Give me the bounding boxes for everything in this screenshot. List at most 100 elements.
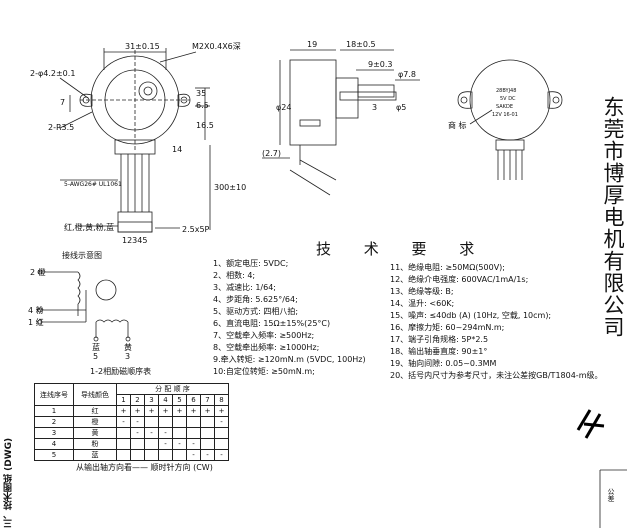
wiring-title: 接线示意图 [62, 251, 102, 260]
requirement-item: 5、驱动方式: 四相八拍; [213, 307, 299, 316]
dim-3: 3 [372, 103, 377, 112]
dim-9: 9±0.3 [368, 60, 393, 69]
front-view-motor [79, 50, 191, 233]
table-cell: + [130, 405, 145, 417]
table-cell [116, 449, 131, 461]
table-cell: + [200, 405, 215, 417]
requirement-item: 12、绝缘介电强度: 600VAC/1mA/1s; [390, 275, 529, 284]
label-line4: 12V 16-01 [492, 112, 518, 118]
dim-radius: 2-R3.5 [48, 123, 74, 132]
dim-14: 14 [172, 145, 182, 154]
dim-6-5: 6.5 [196, 101, 209, 110]
table-cell [186, 416, 201, 428]
trademark-callout: 商 标 [448, 120, 467, 130]
table-cell: + [158, 405, 173, 417]
wire-spec: 5-AWG26# UL1061 [64, 181, 122, 188]
table-cell: 蓝 [73, 449, 117, 461]
table-cell: - [158, 427, 173, 439]
direction-note: 从输出轴方向看—— 顺时针方向 (CW) [76, 463, 213, 472]
requirement-item: 10:自定位转矩: ≥50mN.m; [213, 367, 315, 376]
wire-5-color: 蓝 [92, 342, 100, 352]
label-line3: SAKDE [496, 104, 513, 110]
tech-requirements-title: 技 术 要 求 [316, 240, 489, 258]
label-line2: 5V DC [500, 96, 516, 102]
wire-2: 2 橙 [30, 267, 46, 277]
table-cell [158, 416, 173, 428]
table-cell [116, 427, 131, 439]
dim-thread: M2X0.4X6深 [192, 42, 241, 51]
step-header: 7 [200, 394, 215, 406]
dim-18: 18±0.5 [346, 40, 376, 49]
requirement-item: 17、端子引角规格: 5P*2.5 [390, 335, 489, 344]
wire-5-num: 5 [93, 352, 98, 361]
table-cell: - [186, 438, 201, 450]
requirement-item: 8、空载牵出频率: ≥1000Hz; [213, 343, 320, 352]
table-cell [172, 449, 187, 461]
label-view-motor [457, 59, 563, 180]
wire-3-num: 3 [125, 352, 130, 361]
table-cell: + [116, 405, 131, 417]
table-cell: - [158, 438, 173, 450]
table-cell: 4 [34, 438, 74, 450]
dim-phi5: φ5 [396, 103, 406, 112]
label-line1: 28BYJ48 [496, 88, 516, 94]
requirement-item: 18、输出轴垂直度: 90±1° [390, 347, 488, 356]
dim-300: 300±10 [214, 183, 246, 192]
table-cell [172, 416, 187, 428]
group-header: 分 配 顺 序 [116, 383, 229, 395]
step-header: 4 [158, 394, 173, 406]
wire-3-color: 黄 [124, 342, 132, 352]
dim-19: 19 [307, 40, 317, 49]
requirement-item: 16、摩擦力矩: 60~294mN.m; [390, 323, 505, 332]
table-cell: - [144, 427, 159, 439]
table-cell: 2 [34, 416, 74, 428]
table-cell: 红 [73, 405, 117, 417]
table-cell: + [186, 405, 201, 417]
requirement-item: 7、空载牵入频率: ≥500Hz; [213, 331, 315, 340]
table-cell: - [186, 449, 201, 461]
table-cell [214, 438, 229, 450]
step-header: 1 [116, 394, 131, 406]
dim-2-7: (2.7) [262, 149, 281, 158]
table-cell: 粉 [73, 438, 117, 450]
table-cell: 5 [34, 449, 74, 461]
dim-holes: 2-φ4.2±0.1 [30, 69, 75, 78]
table-cell: + [214, 405, 229, 417]
requirement-item: 4、步距角: 5.625°/64; [213, 295, 298, 304]
dim-16-5: 16.5 [196, 121, 214, 130]
table-cell [144, 416, 159, 428]
table-cell: 黄 [73, 427, 117, 439]
dim-phi24: φ24 [276, 103, 291, 112]
tab-label: 公差 [607, 488, 615, 502]
table-cell [158, 449, 173, 461]
table-cell: - [130, 427, 145, 439]
section-label: 三、技术图纸 (DWG) [4, 437, 14, 528]
table-cell [130, 449, 145, 461]
table-cell: 1 [34, 405, 74, 417]
step-header: 2 [130, 394, 145, 406]
requirement-item: 15、噪声: ≤40db (A) (10Hz, 空载, 10cm); [390, 311, 552, 320]
table-cell: + [144, 405, 159, 417]
sequence-caption: 1-2相励磁顺序表 [90, 367, 152, 376]
requirement-item: 13、绝缘等级: B; [390, 287, 454, 296]
table-cell [200, 438, 215, 450]
col-header: 连线序号 [34, 383, 74, 406]
requirement-item: 6、直流电阻: 15Ω±15%(25°C) [213, 319, 331, 328]
table-cell [116, 438, 131, 450]
table-cell: - [130, 416, 145, 428]
requirement-item: 14、温升: <60K; [390, 299, 455, 308]
requirement-item: 2、相数: 4; [213, 271, 256, 280]
dim-7: 7 [60, 98, 65, 107]
requirement-item: 19、轴向间隙: 0.05~0.3MM [390, 359, 497, 368]
wire-4: 4 粉 [28, 305, 44, 315]
table-cell: - [172, 438, 187, 450]
table-cell [130, 438, 145, 450]
table-cell: - [116, 416, 131, 428]
